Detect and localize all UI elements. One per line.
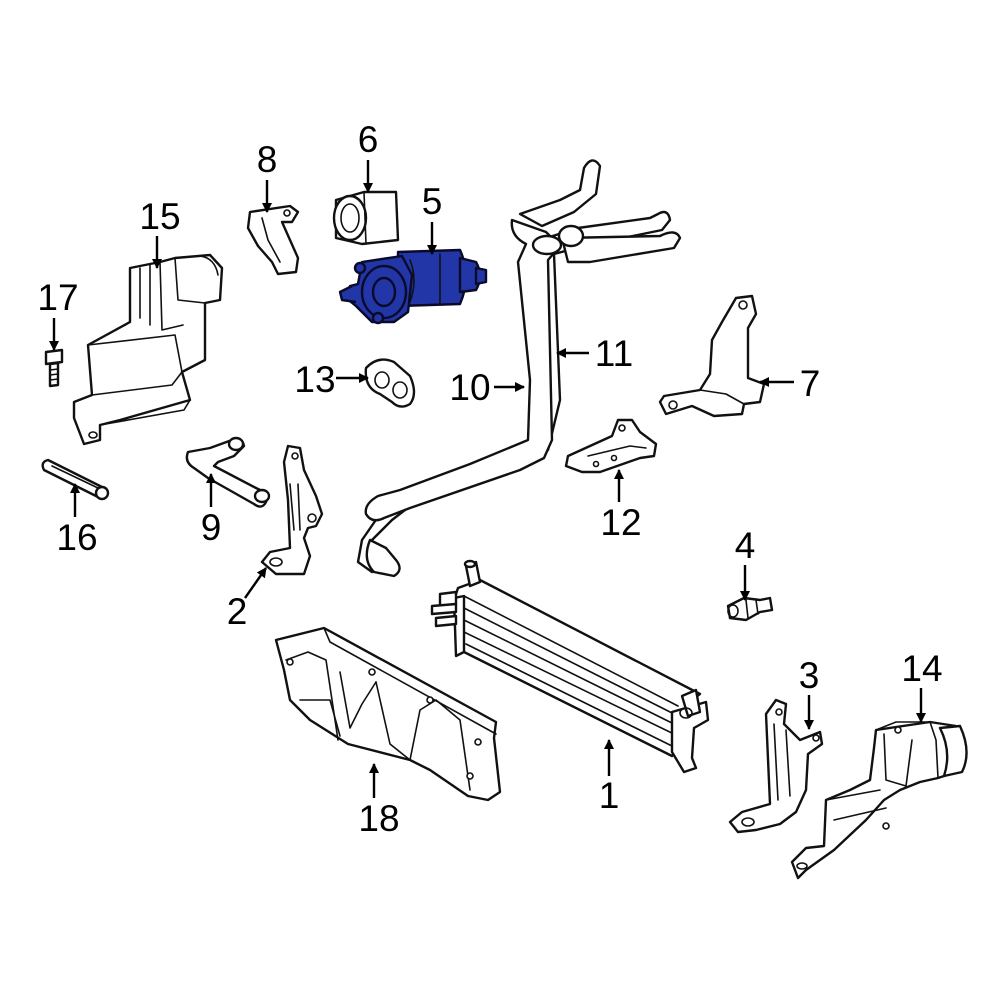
part-17-bolt[interactable]	[44, 348, 64, 388]
part-2-bracket[interactable]	[260, 444, 324, 576]
part-9-pipe[interactable]	[185, 436, 271, 508]
callout-labels: 1 2 3 4 5 6 7 8 9 10 11 12 13 14 15 16 1…	[37, 119, 942, 839]
callout-12[interactable]: 12	[600, 502, 641, 543]
leader-lines	[49, 160, 926, 798]
part-15-air-duct[interactable]	[72, 253, 224, 446]
callout-10[interactable]: 10	[449, 367, 490, 408]
part-18-air-guide[interactable]	[274, 626, 502, 802]
callout-11[interactable]: 11	[595, 333, 633, 374]
callout-17[interactable]: 17	[37, 277, 78, 318]
callout-14[interactable]: 14	[901, 648, 942, 689]
callout-16[interactable]: 16	[56, 517, 97, 558]
callout-5[interactable]: 5	[422, 181, 443, 222]
callout-4[interactable]: 4	[735, 525, 756, 566]
part-10-hose[interactable]	[364, 218, 585, 578]
part-4-sensor[interactable]	[726, 596, 774, 622]
part-6-sleeve[interactable]	[332, 190, 400, 246]
callout-1[interactable]: 1	[599, 775, 620, 816]
part-3-bracket[interactable]	[728, 698, 824, 834]
part-16-rod[interactable]	[41, 458, 110, 501]
part-5-auxiliary-pump[interactable]	[338, 248, 488, 325]
callout-9[interactable]: 9	[201, 507, 222, 548]
part-7-bracket[interactable]	[658, 294, 766, 418]
part-14-air-duct[interactable]	[790, 720, 968, 880]
callout-3[interactable]: 3	[799, 655, 820, 696]
callout-7[interactable]: 7	[800, 363, 821, 404]
callout-8[interactable]: 8	[257, 139, 278, 180]
callout-13[interactable]: 13	[294, 359, 335, 400]
leader-2	[244, 567, 267, 599]
callout-15[interactable]: 15	[139, 196, 180, 237]
part-8-clamp-bracket[interactable]	[246, 204, 300, 276]
part-1-oil-cooler[interactable]	[430, 559, 710, 774]
part-13-clip[interactable]	[364, 358, 416, 408]
part-12-mount[interactable]	[564, 418, 658, 474]
callout-2[interactable]: 2	[227, 591, 248, 632]
callout-6[interactable]: 6	[358, 119, 379, 160]
callout-18[interactable]: 18	[358, 798, 399, 839]
